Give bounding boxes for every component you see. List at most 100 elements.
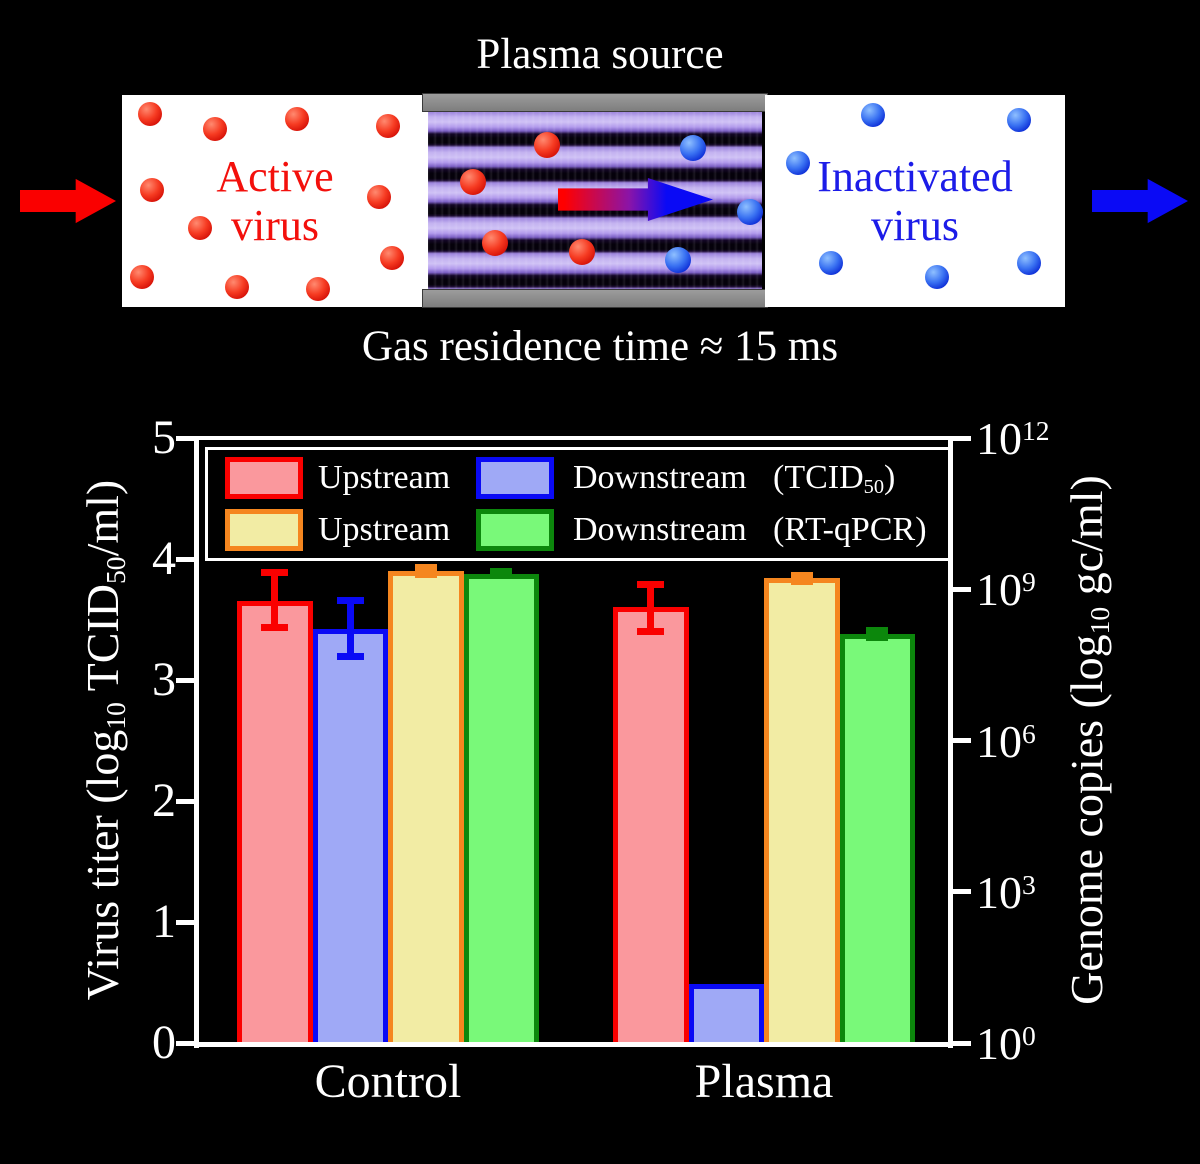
error-bar-downstream-tcid50-control-cap-top (336, 597, 364, 605)
left-axis-tick-label: 0 (152, 1016, 176, 1069)
error-bar-upstream-rt-qpcr-control-cap-top (414, 564, 437, 572)
error-bar-upstream-tcid50-control-cap-bottom (261, 623, 289, 631)
legend-suffix-rtqpcr: (RT-qPCR) (773, 511, 927, 548)
left-axis-tick (176, 435, 194, 441)
legend-label-downstream-tcid50: Downstream (573, 459, 747, 496)
plasma-active-virus-dot (482, 230, 508, 256)
left-axis-tick-label: 2 (152, 774, 176, 827)
right-axis-tick (953, 738, 971, 743)
error-bar-downstream-rt-qpcr-control-cap-top (490, 568, 513, 576)
plasma-inactivated-virus-dot (665, 247, 691, 273)
error-bar-downstream-rt-qpcr-plasma-cap-bottom (866, 633, 889, 641)
bar-upstream-tcid50-control (237, 601, 313, 1043)
active-virus-dot (188, 216, 212, 240)
left-axis-tick (176, 1040, 194, 1046)
left-axis-tick-label: 5 (152, 411, 176, 464)
right-axis-tick-label: 100 (976, 1018, 1036, 1069)
left-axis-tick-label: 4 (152, 532, 176, 585)
left-axis-line (194, 436, 199, 1048)
bar-downstream-rt-qpcr-control (463, 573, 539, 1043)
inactivated-virus-label: Inactivated virus (817, 152, 1012, 251)
active-label-line1: Active (216, 151, 334, 201)
active-virus-dot (376, 114, 400, 138)
right-axis-tick-label: 109 (976, 564, 1036, 616)
legend: Upstream Downstream (TCID50) Upstream Do… (205, 447, 953, 561)
active-virus-dot (225, 275, 249, 299)
plasma-active-virus-dot (569, 239, 595, 265)
plot-top-border (194, 436, 953, 440)
diagram-caption: Gas residence time ≈ 15 ms (361, 323, 839, 370)
inactivated-virus-dot (819, 251, 843, 275)
right-axis-tick (953, 1040, 971, 1046)
outflow-arrow-icon (1092, 178, 1188, 224)
diagram-title: Plasma source (476, 31, 724, 78)
right-axis-tick-label: 103 (976, 866, 1036, 918)
right-axis-tick-label: 1012 (976, 413, 1050, 464)
legend-swatch-downstream-rtqpcr (476, 509, 554, 551)
plasma-active-virus-dot (534, 132, 560, 158)
left-axis-tick-label: 1 (152, 895, 176, 948)
legend-suffix-tcid50: (TCID50) (773, 459, 896, 499)
error-bar-downstream-rt-qpcr-plasma-cap-top (866, 627, 889, 635)
error-bar-upstream-rt-qpcr-plasma-cap-bottom (790, 577, 813, 585)
legend-swatch-upstream-tcid50 (225, 457, 303, 499)
plasma-inactivated-virus-dot (680, 135, 706, 161)
error-bar-downstream-tcid50-control (346, 600, 354, 657)
inactivated-virus-dot (1017, 251, 1041, 275)
plasma-inactivated-virus-dot (737, 199, 763, 225)
active-label-line2: virus (230, 201, 319, 250)
right-axis-tick (953, 889, 971, 895)
legend-label-downstream-rtqpcr: Downstream (573, 511, 747, 548)
bar-downstream-rt-qpcr-plasma (839, 634, 915, 1043)
legend-swatch-downstream-tcid50 (476, 457, 554, 499)
right-axis-line (948, 436, 953, 1048)
right-axis-tick-label: 106 (976, 715, 1036, 767)
right-axis-tick (953, 435, 971, 441)
electrode-top (422, 93, 768, 112)
bottom-axis-line (194, 1042, 953, 1047)
left-axis-tick (176, 798, 194, 804)
bar-downstream-tcid50-control (312, 629, 388, 1043)
error-bar-upstream-tcid50-control (271, 572, 279, 628)
active-virus-dot (285, 107, 309, 131)
legend-label-upstream-tcid50: Upstream (318, 459, 451, 496)
left-axis-tick (176, 556, 194, 562)
inactivated-virus-dot (786, 151, 810, 175)
legend-label-upstream-rtqpcr: Upstream (318, 511, 451, 548)
error-bar-upstream-rt-qpcr-plasma-cap-top (790, 571, 813, 579)
bar-upstream-rt-qpcr-control (388, 571, 464, 1043)
x-label-control: Control (314, 1055, 462, 1108)
inactivated-virus-dot (861, 103, 885, 127)
inactivated-virus-dot (1007, 108, 1031, 132)
left-axis-tick (176, 677, 194, 683)
error-bar-upstream-tcid50-plasma-cap-bottom (637, 627, 665, 635)
error-bar-upstream-tcid50-plasma-cap-top (637, 581, 665, 589)
inactivated-label-line2: virus (870, 201, 959, 250)
plasma-source-graphic (422, 93, 768, 308)
left-axis-title: Virus titer (log10 TCID50/ml) (77, 479, 131, 1001)
plasma-active-virus-dot (460, 169, 486, 195)
legend-swatch-upstream-rtqpcr (225, 509, 303, 551)
right-axis-tick (953, 586, 971, 592)
active-virus-dot (367, 185, 391, 209)
error-bar-downstream-rt-qpcr-control-cap-bottom (490, 571, 513, 579)
active-virus-label: Active virus (216, 152, 333, 251)
bar-downstream-tcid50-plasma (688, 983, 764, 1043)
inflow-arrow-icon (20, 178, 116, 224)
electrode-bottom (422, 289, 768, 308)
active-virus-dot (138, 102, 162, 126)
active-virus-dot (306, 277, 330, 301)
left-axis-tick-label: 3 (152, 653, 176, 706)
active-virus-dot (140, 178, 164, 202)
error-bar-upstream-tcid50-control-cap-top (261, 569, 289, 577)
active-virus-dot (203, 117, 227, 141)
left-axis-tick (176, 919, 194, 925)
active-virus-dot (380, 246, 404, 270)
bar-upstream-rt-qpcr-plasma (764, 578, 840, 1043)
error-bar-downstream-tcid50-control-cap-bottom (336, 653, 364, 660)
inactivated-label-line1: Inactivated (817, 151, 1013, 201)
error-bar-upstream-tcid50-plasma (647, 584, 655, 632)
error-bar-upstream-rt-qpcr-control-cap-bottom (414, 570, 437, 578)
inactivated-virus-dot (925, 265, 949, 289)
